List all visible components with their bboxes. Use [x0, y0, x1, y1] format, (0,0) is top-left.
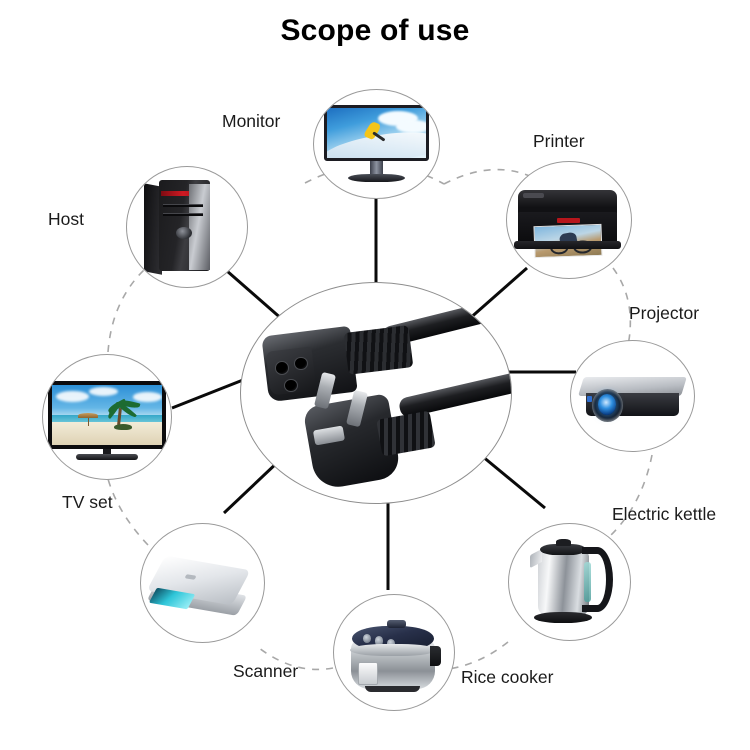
- printer-icon: [507, 162, 631, 278]
- node-label-projector: Projector: [629, 303, 700, 323]
- host-silver-strip: [189, 183, 210, 271]
- node-label-printer: Printer: [533, 131, 585, 151]
- ring-link-tvset-host: [107, 267, 147, 353]
- tv-screen: [52, 385, 162, 446]
- tv-set-icon: [43, 355, 171, 479]
- host-optical-drive-slot[interactable]: [163, 204, 203, 208]
- monitor-screen: [324, 105, 429, 162]
- rice-cooker-button-3[interactable]: [386, 638, 396, 648]
- rice-cooker-base: [365, 685, 421, 692]
- host-icon: [127, 167, 247, 287]
- node-tv-set[interactable]: [42, 354, 172, 480]
- iec-c13-grip-ribs: [343, 325, 414, 375]
- kettle-body: [538, 550, 589, 616]
- tv-bezel: [48, 381, 166, 450]
- node-rice-cooker[interactable]: [333, 594, 455, 711]
- schuko-plug-grip-ribs: [375, 410, 436, 457]
- node-projector[interactable]: [570, 340, 695, 452]
- printer-output-tray: [514, 240, 622, 249]
- tv-wallpaper-foliage: [113, 423, 133, 431]
- tv-wallpaper-cloud-3: [133, 392, 162, 402]
- node-label-rice-cooker: Rice cooker: [461, 667, 554, 687]
- center-hub-power-cord: [240, 282, 512, 504]
- rice-cooker-button-2[interactable]: [374, 636, 384, 646]
- node-label-tv-set: TV set: [62, 492, 113, 512]
- tv-wallpaper-beach-umbrella: [78, 412, 99, 419]
- node-monitor[interactable]: [313, 89, 440, 199]
- node-label-scanner: Scanner: [233, 661, 299, 681]
- node-printer[interactable]: [506, 161, 632, 279]
- kettle-base: [534, 612, 593, 623]
- tv-wallpaper-cloud-2: [89, 387, 118, 397]
- spoke-electric-kettle: [481, 454, 546, 510]
- monitor-wallpaper-cloud-2: [396, 120, 426, 134]
- tv-wallpaper-sand: [52, 422, 162, 446]
- ring-link-kettle-ricecooker: [426, 641, 509, 671]
- monitor-stand-base: [347, 174, 406, 182]
- iec-c13-hole-earth: [284, 378, 299, 393]
- rice-cooker-front-panel: [358, 661, 379, 685]
- projector-icon: [571, 341, 694, 451]
- ring-link-ricecooker-scanner: [258, 647, 334, 671]
- printer-control-panel: [523, 193, 545, 198]
- node-scanner[interactable]: [140, 523, 265, 643]
- printer-brand-logo: [556, 217, 581, 223]
- page-title: Scope of use: [280, 14, 470, 47]
- monitor-icon: [314, 90, 439, 198]
- host-brand-logo: [176, 227, 192, 239]
- ring-link-printer-projector: [612, 267, 632, 359]
- node-label-host: Host: [48, 209, 84, 229]
- kettle-lid-knob: [556, 539, 571, 547]
- spoke-scanner: [222, 458, 282, 515]
- tv-wallpaper-sea: [52, 415, 162, 425]
- projector-lens: [598, 393, 617, 415]
- iec-c13-hole-neutral: [293, 356, 308, 371]
- cord-lower-cable: [397, 365, 511, 419]
- iec-c13-hole-line: [274, 361, 289, 375]
- rice-cooker-button-1[interactable]: [362, 634, 372, 644]
- spoke-host: [226, 269, 284, 322]
- node-electric-kettle[interactable]: [508, 523, 631, 641]
- tv-stand-neck: [103, 449, 111, 457]
- spoke-tv-set: [171, 378, 244, 410]
- hub-spokes: [171, 196, 576, 590]
- node-label-monitor: Monitor: [222, 111, 281, 131]
- host-accent-stripe: [160, 191, 210, 197]
- tv-stand-base: [76, 454, 138, 461]
- projector-led-indicator: [586, 396, 592, 402]
- electric-kettle-icon: [509, 524, 630, 640]
- tv-wallpaper-cloud-1: [56, 391, 90, 402]
- node-label-electric-kettle: Electric kettle: [612, 504, 717, 524]
- kettle-handle: [581, 547, 614, 613]
- ring-link-monitor-printer: [443, 168, 561, 197]
- monitor-stand-neck: [370, 161, 383, 176]
- kettle-lid: [540, 543, 587, 556]
- scanner-icon: [141, 524, 264, 642]
- node-host[interactable]: [126, 166, 248, 288]
- host-bay-slot: [163, 212, 203, 216]
- rice-cooker-side-handle: [430, 645, 441, 667]
- rice-cooker-rim: [349, 644, 436, 656]
- tv-wallpaper-umbrella-pole: [87, 417, 89, 426]
- rice-cooker-icon: [334, 595, 454, 710]
- rice-cooker-steam-vent: [386, 620, 406, 629]
